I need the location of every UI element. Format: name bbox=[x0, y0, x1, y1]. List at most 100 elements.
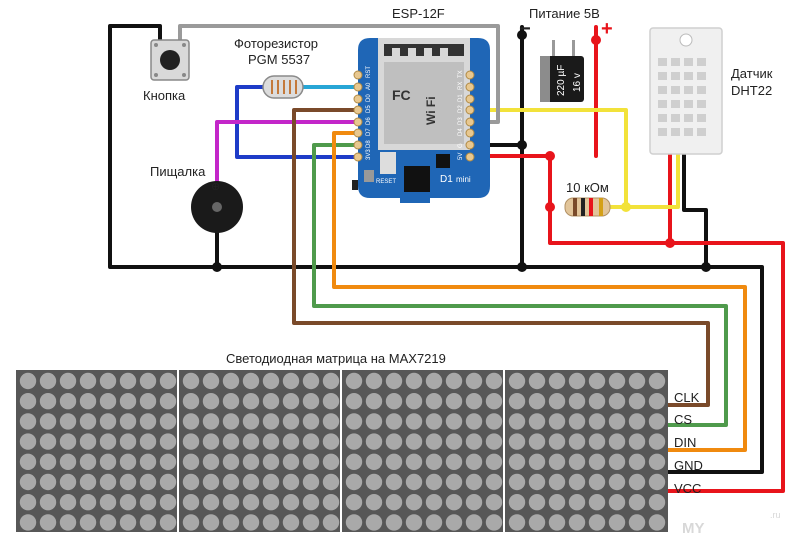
resistor bbox=[564, 197, 611, 217]
led-dot bbox=[485, 413, 503, 430]
led-dot bbox=[528, 453, 546, 470]
led-dot bbox=[485, 453, 503, 470]
board-name: D1 bbox=[440, 174, 453, 185]
led-dot bbox=[222, 433, 240, 450]
led-dot bbox=[628, 514, 646, 531]
led-dot bbox=[485, 494, 503, 511]
led-dot bbox=[202, 453, 220, 470]
button-label: Кнопка bbox=[143, 88, 186, 103]
led-dot bbox=[322, 453, 340, 470]
led-dot bbox=[222, 514, 240, 531]
led-dot bbox=[222, 372, 240, 390]
led-dot bbox=[19, 372, 37, 390]
led-dot bbox=[19, 393, 37, 410]
led-dot bbox=[365, 393, 383, 410]
led-dot bbox=[79, 473, 97, 491]
led-dot bbox=[568, 494, 586, 511]
led-dot bbox=[485, 473, 503, 491]
led-dot bbox=[139, 372, 157, 390]
led-dot bbox=[345, 473, 363, 491]
led-dot bbox=[59, 494, 77, 511]
buzzer bbox=[191, 181, 243, 233]
led-dot bbox=[528, 514, 546, 531]
led-dot bbox=[39, 433, 57, 450]
led-dot bbox=[485, 372, 503, 390]
pin-label-right: D3 bbox=[458, 117, 464, 125]
led-dot bbox=[302, 453, 320, 470]
junction-vcc bbox=[665, 238, 675, 248]
led-dot bbox=[242, 514, 260, 531]
led-dot bbox=[385, 453, 403, 470]
pin-label-right: TX bbox=[458, 70, 464, 78]
led-dot bbox=[445, 372, 463, 390]
led-dot bbox=[302, 413, 320, 430]
led-dot bbox=[365, 514, 383, 531]
led-dot bbox=[508, 453, 526, 470]
led-dot bbox=[202, 372, 220, 390]
led-dot bbox=[528, 433, 546, 450]
led-dot bbox=[99, 514, 117, 531]
led-dot bbox=[322, 514, 340, 531]
led-dot bbox=[19, 453, 37, 470]
matrix-pin-cs: CS bbox=[674, 412, 693, 427]
led-dot bbox=[345, 494, 363, 511]
led-dot bbox=[282, 433, 300, 450]
led-dot bbox=[99, 473, 117, 491]
led-dot bbox=[608, 433, 626, 450]
dht-data-wire bbox=[468, 108, 680, 209]
led-dot bbox=[628, 433, 646, 450]
led-dot bbox=[119, 372, 137, 390]
led-dot bbox=[139, 514, 157, 531]
led-dot bbox=[19, 413, 37, 430]
led-dot bbox=[302, 494, 320, 511]
led-dot bbox=[385, 494, 403, 511]
led-dot bbox=[39, 393, 57, 410]
led-dot bbox=[159, 453, 177, 470]
led-dot bbox=[608, 494, 626, 511]
led-dot bbox=[465, 413, 483, 430]
pin-label-right: D1 bbox=[458, 94, 464, 102]
led-dot bbox=[365, 372, 383, 390]
led-dot bbox=[465, 473, 483, 491]
led-dot bbox=[405, 372, 423, 390]
led-dot bbox=[222, 453, 240, 470]
led-dot bbox=[548, 393, 566, 410]
buzzer-label: Пищалка bbox=[150, 164, 206, 179]
led-dot bbox=[79, 453, 97, 470]
led-dot bbox=[628, 372, 646, 390]
led-dot bbox=[365, 494, 383, 511]
led-dot bbox=[568, 473, 586, 491]
pin-label-left: D0 bbox=[366, 94, 372, 102]
led-dot bbox=[302, 514, 320, 531]
led-dot bbox=[159, 372, 177, 390]
matrix-pin-clk: CLK bbox=[674, 390, 700, 405]
led-dot bbox=[79, 433, 97, 450]
buzzer-wire bbox=[215, 120, 358, 184]
led-dot bbox=[568, 413, 586, 430]
din-wire bbox=[332, 131, 747, 452]
led-dot bbox=[648, 433, 666, 450]
led-dot bbox=[302, 393, 320, 410]
led-dot bbox=[322, 372, 340, 390]
led-dot bbox=[608, 413, 626, 430]
led-dot bbox=[159, 494, 177, 511]
led-dot bbox=[19, 494, 37, 511]
pin-label-right: RX bbox=[458, 82, 464, 90]
wifi-logo: Wi Fi bbox=[424, 96, 438, 125]
junction-gnd bbox=[517, 30, 527, 40]
led-dot bbox=[119, 473, 137, 491]
matrix-title: Светодиодная матрица на MAX7219 bbox=[226, 351, 446, 366]
led-dot bbox=[322, 494, 340, 511]
junction-vcc bbox=[591, 35, 601, 45]
photoresistor-label-2: PGM 5537 bbox=[248, 52, 311, 67]
led-dot bbox=[39, 413, 57, 430]
led-dot bbox=[39, 494, 57, 511]
led-dot bbox=[242, 473, 260, 491]
led-dot bbox=[345, 514, 363, 531]
led-dot bbox=[262, 372, 280, 390]
led-dot bbox=[425, 494, 443, 511]
led-dot bbox=[608, 473, 626, 491]
junction-vcc bbox=[545, 151, 555, 161]
buzzer-plus-icon: ⊕ bbox=[211, 181, 221, 193]
led-dot bbox=[59, 473, 77, 491]
